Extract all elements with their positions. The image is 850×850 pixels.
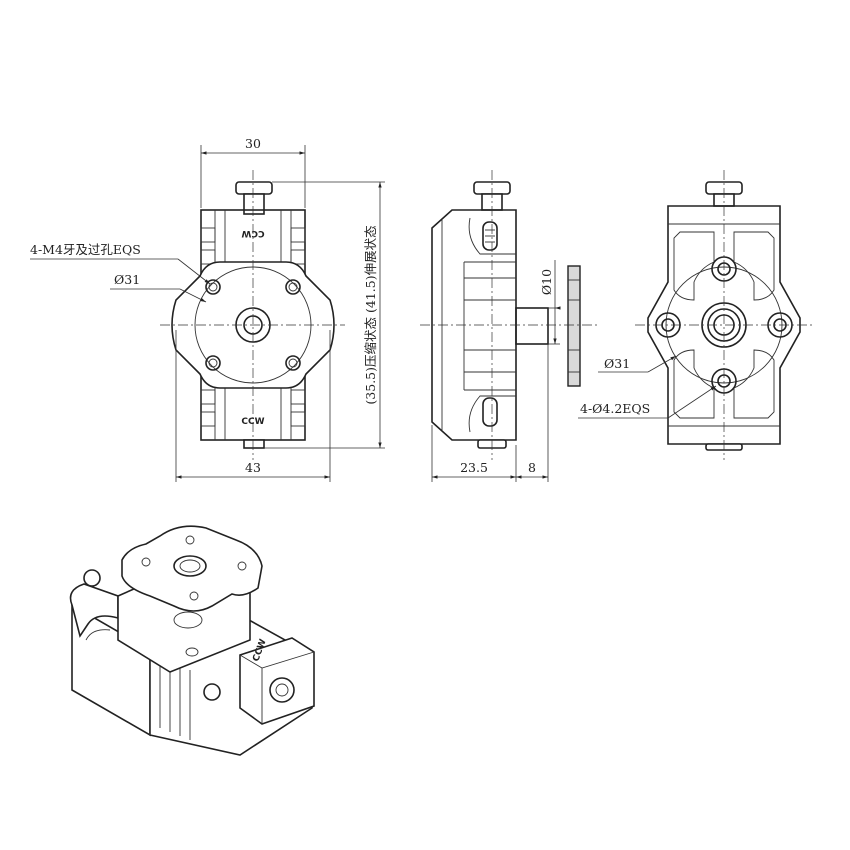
iso-center-bore	[173, 555, 207, 577]
front-hole-tr	[285, 279, 301, 295]
back-pocket-tr	[733, 231, 775, 301]
iso-cross-plate	[121, 525, 263, 612]
front-top-post	[235, 181, 273, 195]
iso-view: CCW	[69, 525, 315, 756]
front-dim-bottom: 43	[245, 460, 261, 475]
side-dim-main: 23.5	[460, 460, 488, 475]
side-dim-shaft-diameter: Ø10	[539, 269, 554, 295]
side-body	[431, 209, 517, 441]
side-view: Ø10 23.5 8	[420, 170, 600, 482]
side-shaft	[515, 307, 549, 345]
back-view: Ø31 4-Ø4.2EQS	[578, 170, 815, 460]
back-pocket-br	[733, 349, 775, 419]
iso-right-screw	[269, 677, 295, 703]
back-body	[647, 205, 801, 445]
front-dim-vertical: (35.5)压缩状态 (41.5)伸展状态	[363, 225, 378, 404]
front-top-post-stem	[243, 193, 265, 215]
front-hole-br	[285, 355, 301, 371]
front-hole-bl	[205, 355, 221, 371]
back-label-diameter: Ø31	[604, 356, 630, 371]
front-hole-tl	[205, 279, 221, 295]
side-dim-shaft: 8	[528, 460, 536, 475]
front-dim-top: 30	[245, 136, 261, 151]
front-bottom-post	[243, 439, 265, 449]
side-disc	[567, 265, 581, 387]
back-pocket-tl	[673, 231, 715, 301]
front-view: CCW CCW 30 43 (35.5)压	[30, 136, 385, 482]
iso-left-post	[83, 569, 101, 587]
back-pocket-bl	[673, 349, 715, 419]
front-label-diameter: Ø31	[114, 272, 140, 287]
back-label-holes: 4-Ø4.2EQS	[580, 401, 650, 416]
front-label-threads: 4-M4牙及过孔EQS	[30, 242, 141, 257]
side-screw-bottom	[482, 397, 498, 427]
